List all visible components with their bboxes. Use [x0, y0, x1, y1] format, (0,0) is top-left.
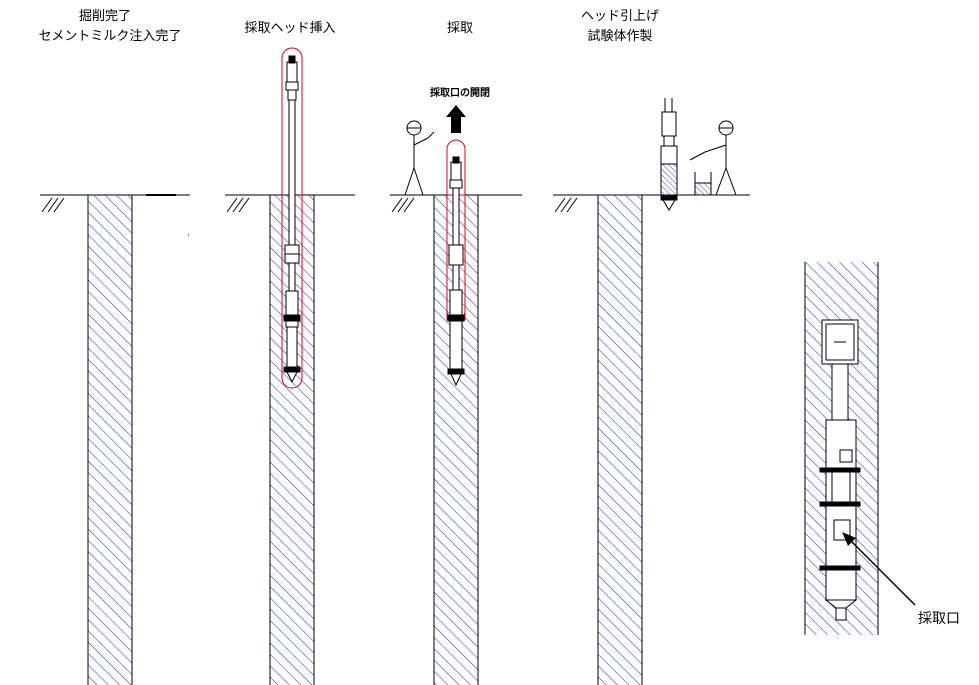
callout-arrow [842, 532, 916, 606]
step-1-title-line1: 掘削完了 [78, 9, 131, 24]
step-4-sampling-head [660, 98, 678, 211]
step-2-title: 採取ヘッド挿入 [244, 21, 336, 36]
step-2-sampling-head [281, 47, 303, 389]
step-1-borehole [40, 194, 190, 685]
cement-milk-column [88, 195, 132, 685]
ground-symbol [226, 197, 250, 213]
step-4-borehole [553, 194, 750, 685]
ground-symbol [391, 197, 415, 213]
step-4-title-line2: 試験体作製 [587, 29, 653, 44]
step-4-title-line1: ヘッド引上げ [580, 9, 659, 24]
step-3-sampling-head [446, 139, 466, 387]
step-1-title-line2: セメントミルク注入完了 [38, 29, 182, 44]
sampling-port-callout-label: 採取口 [918, 611, 960, 627]
sampling-port-open-close-label: 採取口の開閉 [430, 88, 490, 99]
cement-milk-column [598, 195, 642, 685]
ground-symbol [41, 197, 65, 213]
step-3-operator [404, 120, 435, 196]
specimen-container [694, 172, 712, 196]
ground-symbol [554, 197, 578, 213]
step-3-title: 採取 [446, 21, 473, 36]
up-arrow [446, 105, 466, 133]
highlight-outline [281, 47, 303, 389]
step-4-operator [689, 120, 737, 196]
